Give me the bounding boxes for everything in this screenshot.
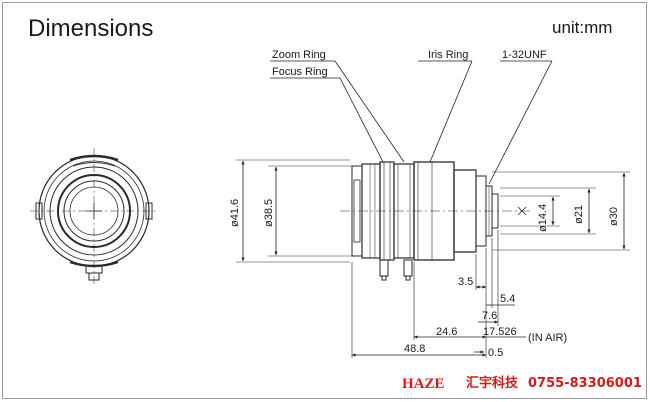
front-view — [30, 148, 158, 285]
dim-in-air-note: (IN AIR) — [528, 332, 567, 344]
brand-logo: HAZE — [402, 376, 445, 392]
brand-company: 汇宇科技 — [466, 375, 519, 391]
dim-0-5: 0.5 — [488, 347, 503, 359]
dim-d14-4: ø14.4 — [537, 204, 549, 232]
dim-d30: ø30 — [608, 207, 620, 226]
callout-zoom-ring: Zoom Ring — [272, 49, 326, 61]
dim-48-8: 48.8 — [404, 343, 425, 355]
callout-focus-ring: Focus Ring — [272, 66, 328, 78]
dim-5-4: 5.4 — [500, 293, 515, 305]
dim-3-5: 3.5 — [458, 276, 473, 288]
brand-phone: 0755-83306001 — [528, 376, 642, 391]
dim-d21: ø21 — [573, 205, 585, 224]
length-dim-lines — [351, 285, 526, 357]
length-extension-lines — [351, 230, 499, 358]
side-view — [236, 159, 630, 281]
unit-label: unit:mm — [552, 18, 612, 37]
dim-7-6: 7.6 — [482, 310, 497, 322]
right-diameter-dims — [551, 172, 626, 250]
drawing-frame — [2, 2, 647, 399]
dim-d38-5: ø38.5 — [263, 199, 275, 227]
page-title: Dimensions — [28, 15, 153, 42]
callout-mount-thread: 1-32UNF — [502, 49, 547, 61]
left-diameter-dims — [241, 160, 278, 262]
dim-24-6: 24.6 — [436, 326, 457, 338]
dim-17-526: 17.526 — [483, 326, 517, 338]
callout-iris-ring: Iris Ring — [428, 49, 468, 61]
callout-leaders — [270, 60, 553, 185]
dim-d41-6: ø41.6 — [229, 199, 241, 227]
brand-footer: HAZE 汇宇科技 0755-83306001 — [402, 375, 642, 392]
